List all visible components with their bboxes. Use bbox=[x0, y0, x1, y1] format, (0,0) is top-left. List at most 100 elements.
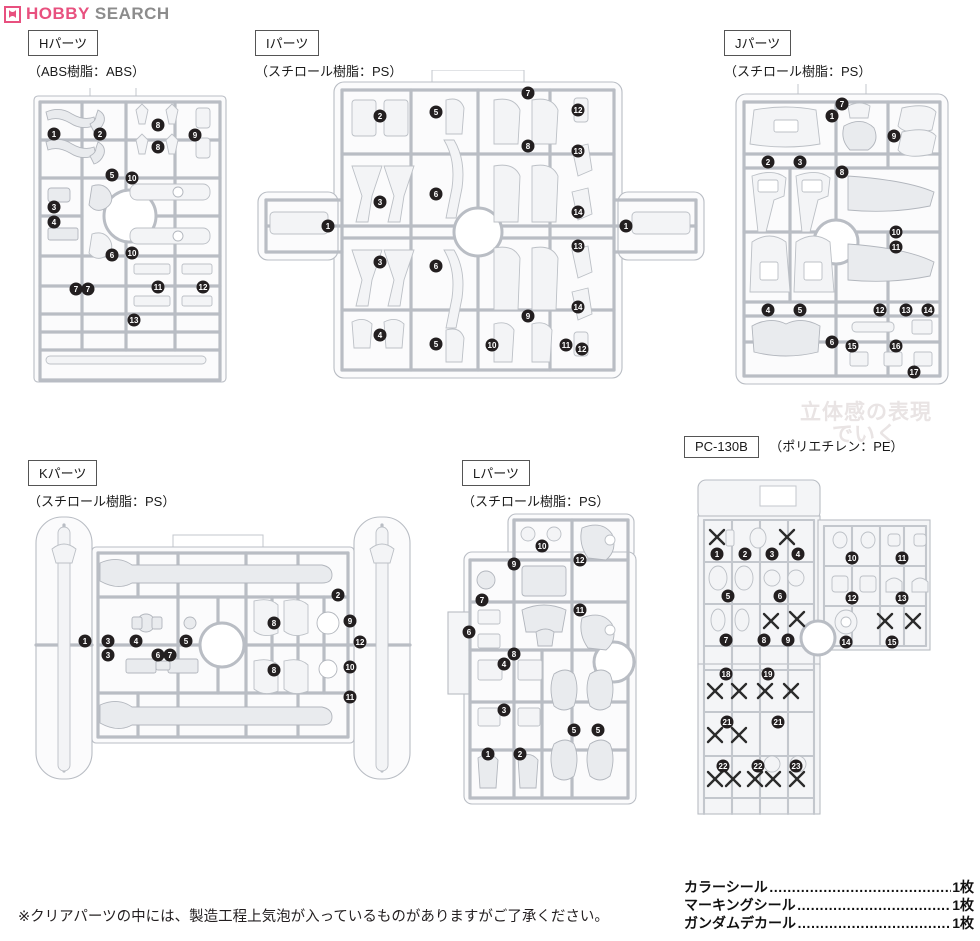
svg-text:7: 7 bbox=[526, 89, 531, 98]
section-header-i-parts: Iパーツ （スチロール樹脂：PS） bbox=[255, 30, 402, 80]
h-parts-tag: Hパーツ bbox=[28, 30, 99, 56]
svg-text:11: 11 bbox=[576, 606, 585, 615]
section-header-pc-130b: PC-130B （ポリエチレン：PE） bbox=[684, 436, 904, 458]
svg-text:18: 18 bbox=[722, 670, 731, 679]
svg-text:12: 12 bbox=[578, 345, 587, 354]
decal-row: ガンダムデカール ……………………………… 1枚 bbox=[684, 914, 974, 932]
svg-text:2: 2 bbox=[766, 158, 771, 167]
svg-text:7: 7 bbox=[74, 285, 79, 294]
svg-text:9: 9 bbox=[512, 560, 517, 569]
brand-logo: HOBBY SEARCH bbox=[4, 4, 170, 24]
decal-row: マーキングシール ……………………………… 1枚 bbox=[684, 896, 974, 914]
l-parts-tag: Lパーツ bbox=[462, 460, 530, 486]
svg-text:8: 8 bbox=[156, 121, 161, 130]
svg-text:11: 11 bbox=[562, 341, 571, 350]
section-header-h-parts: Hパーツ （ABS樹脂：ABS） bbox=[28, 30, 145, 80]
sprue-k-parts: 1 2 3 3 4 5 6 7 8 8 9 10 11 12 bbox=[28, 505, 438, 795]
decal-leader: ……………………………… bbox=[796, 897, 952, 913]
svg-text:12: 12 bbox=[199, 283, 208, 292]
svg-text:9: 9 bbox=[526, 312, 531, 321]
svg-text:8: 8 bbox=[156, 143, 161, 152]
svg-text:14: 14 bbox=[574, 303, 583, 312]
svg-text:2: 2 bbox=[378, 112, 383, 121]
svg-text:3: 3 bbox=[378, 198, 383, 207]
svg-text:14: 14 bbox=[842, 638, 851, 647]
svg-text:2: 2 bbox=[336, 591, 341, 600]
svg-text:5: 5 bbox=[572, 726, 577, 735]
sprue-pc-130b: 1 2 3 4 5 6 7 8 9 10 11 12 13 14 15 18 1… bbox=[680, 478, 940, 823]
part-number-group: 1 2 3 4 5 6 7 7 8 8 9 10 10 11 12 13 bbox=[47, 118, 210, 327]
svg-text:12: 12 bbox=[574, 106, 583, 115]
svg-text:5: 5 bbox=[434, 340, 439, 349]
svg-text:10: 10 bbox=[892, 228, 901, 237]
decal-name: マーキングシール bbox=[684, 897, 796, 913]
part-number-group: 1 2 3 4 5 6 7 8 9 10 11 12 13 14 15 16 1… bbox=[761, 97, 935, 379]
watermark-line-2: でいく bbox=[832, 423, 898, 446]
sprue-j-parts: 1 2 3 4 5 6 7 8 9 10 11 12 13 14 15 16 1… bbox=[716, 84, 966, 394]
svg-text:14: 14 bbox=[924, 306, 933, 315]
decal-name: カラーシール bbox=[684, 879, 768, 895]
svg-text:19: 19 bbox=[764, 670, 773, 679]
svg-text:1: 1 bbox=[83, 637, 88, 646]
h-parts-material: （ABS樹脂：ABS） bbox=[28, 64, 146, 79]
svg-text:14: 14 bbox=[574, 208, 583, 217]
svg-text:15: 15 bbox=[848, 342, 857, 351]
svg-text:12: 12 bbox=[356, 638, 365, 647]
i-parts-material: （スチロール樹脂：PS） bbox=[255, 64, 403, 79]
svg-text:10: 10 bbox=[848, 554, 857, 563]
svg-text:11: 11 bbox=[898, 554, 907, 563]
svg-text:3: 3 bbox=[52, 203, 57, 212]
svg-text:7: 7 bbox=[724, 636, 729, 645]
svg-text:10: 10 bbox=[488, 341, 497, 350]
svg-text:22: 22 bbox=[719, 762, 728, 771]
svg-text:12: 12 bbox=[876, 306, 885, 315]
decal-list: カラーシール …………………………………… 1枚 マーキングシール ………………… bbox=[684, 878, 974, 932]
section-header-l-parts: Lパーツ （スチロール樹脂：PS） bbox=[462, 460, 609, 510]
section-header-k-parts: Kパーツ （スチロール樹脂：PS） bbox=[28, 460, 175, 510]
part-number-group: 1 2 3 4 5 5 6 7 8 9 10 11 12 bbox=[462, 539, 605, 761]
svg-text:10: 10 bbox=[128, 249, 137, 258]
part-number-group: 1 2 3 3 4 5 6 7 8 8 9 10 11 12 bbox=[78, 588, 367, 704]
svg-text:1: 1 bbox=[52, 130, 57, 139]
svg-text:4: 4 bbox=[378, 331, 383, 340]
svg-text:22: 22 bbox=[754, 762, 763, 771]
footnote: ※クリアパーツの中には、製造工程上気泡が入っているものがありますがご了承ください… bbox=[18, 909, 609, 925]
decal-qty: 1枚 bbox=[952, 879, 974, 895]
svg-text:21: 21 bbox=[723, 718, 732, 727]
svg-text:6: 6 bbox=[156, 651, 161, 660]
svg-text:2: 2 bbox=[518, 750, 523, 759]
sprue-l-parts: 1 2 3 4 5 5 6 7 8 9 10 11 12 bbox=[442, 502, 672, 812]
l-parts-material: （スチロール樹脂：PS） bbox=[462, 494, 610, 509]
pc-130b-material: （ポリエチレン：PE） bbox=[769, 439, 904, 454]
svg-text:10: 10 bbox=[128, 174, 137, 183]
svg-text:3: 3 bbox=[502, 706, 507, 715]
decal-name: ガンダムデカール bbox=[684, 915, 796, 931]
svg-text:6: 6 bbox=[110, 251, 115, 260]
brand-word-hobby: HOBBY bbox=[26, 4, 90, 23]
svg-text:1: 1 bbox=[326, 222, 331, 231]
part-number-group: 1 1 2 3 3 4 5 5 6 6 7 8 9 10 11 12 12 13… bbox=[321, 86, 633, 356]
svg-text:7: 7 bbox=[840, 100, 845, 109]
svg-text:11: 11 bbox=[346, 693, 355, 702]
svg-text:13: 13 bbox=[574, 147, 583, 156]
svg-text:9: 9 bbox=[892, 132, 897, 141]
svg-text:3: 3 bbox=[106, 637, 111, 646]
svg-text:6: 6 bbox=[778, 592, 783, 601]
sprue-h-parts: 1 2 3 4 5 6 7 7 8 8 9 10 10 11 12 13 bbox=[30, 88, 230, 388]
svg-text:7: 7 bbox=[480, 596, 485, 605]
svg-text:21: 21 bbox=[774, 718, 783, 727]
svg-text:13: 13 bbox=[130, 316, 139, 325]
svg-text:7: 7 bbox=[86, 285, 91, 294]
j-parts-material: （スチロール樹脂：PS） bbox=[724, 64, 872, 79]
svg-text:7: 7 bbox=[168, 651, 173, 660]
decal-qty: 1枚 bbox=[952, 897, 974, 913]
svg-text:11: 11 bbox=[892, 243, 901, 252]
svg-text:5: 5 bbox=[184, 637, 189, 646]
svg-text:13: 13 bbox=[574, 242, 583, 251]
svg-text:8: 8 bbox=[272, 619, 277, 628]
svg-text:3: 3 bbox=[378, 258, 383, 267]
svg-text:2: 2 bbox=[743, 550, 748, 559]
k-parts-material: （スチロール樹脂：PS） bbox=[28, 494, 176, 509]
svg-text:8: 8 bbox=[762, 636, 767, 645]
svg-text:5: 5 bbox=[798, 306, 803, 315]
